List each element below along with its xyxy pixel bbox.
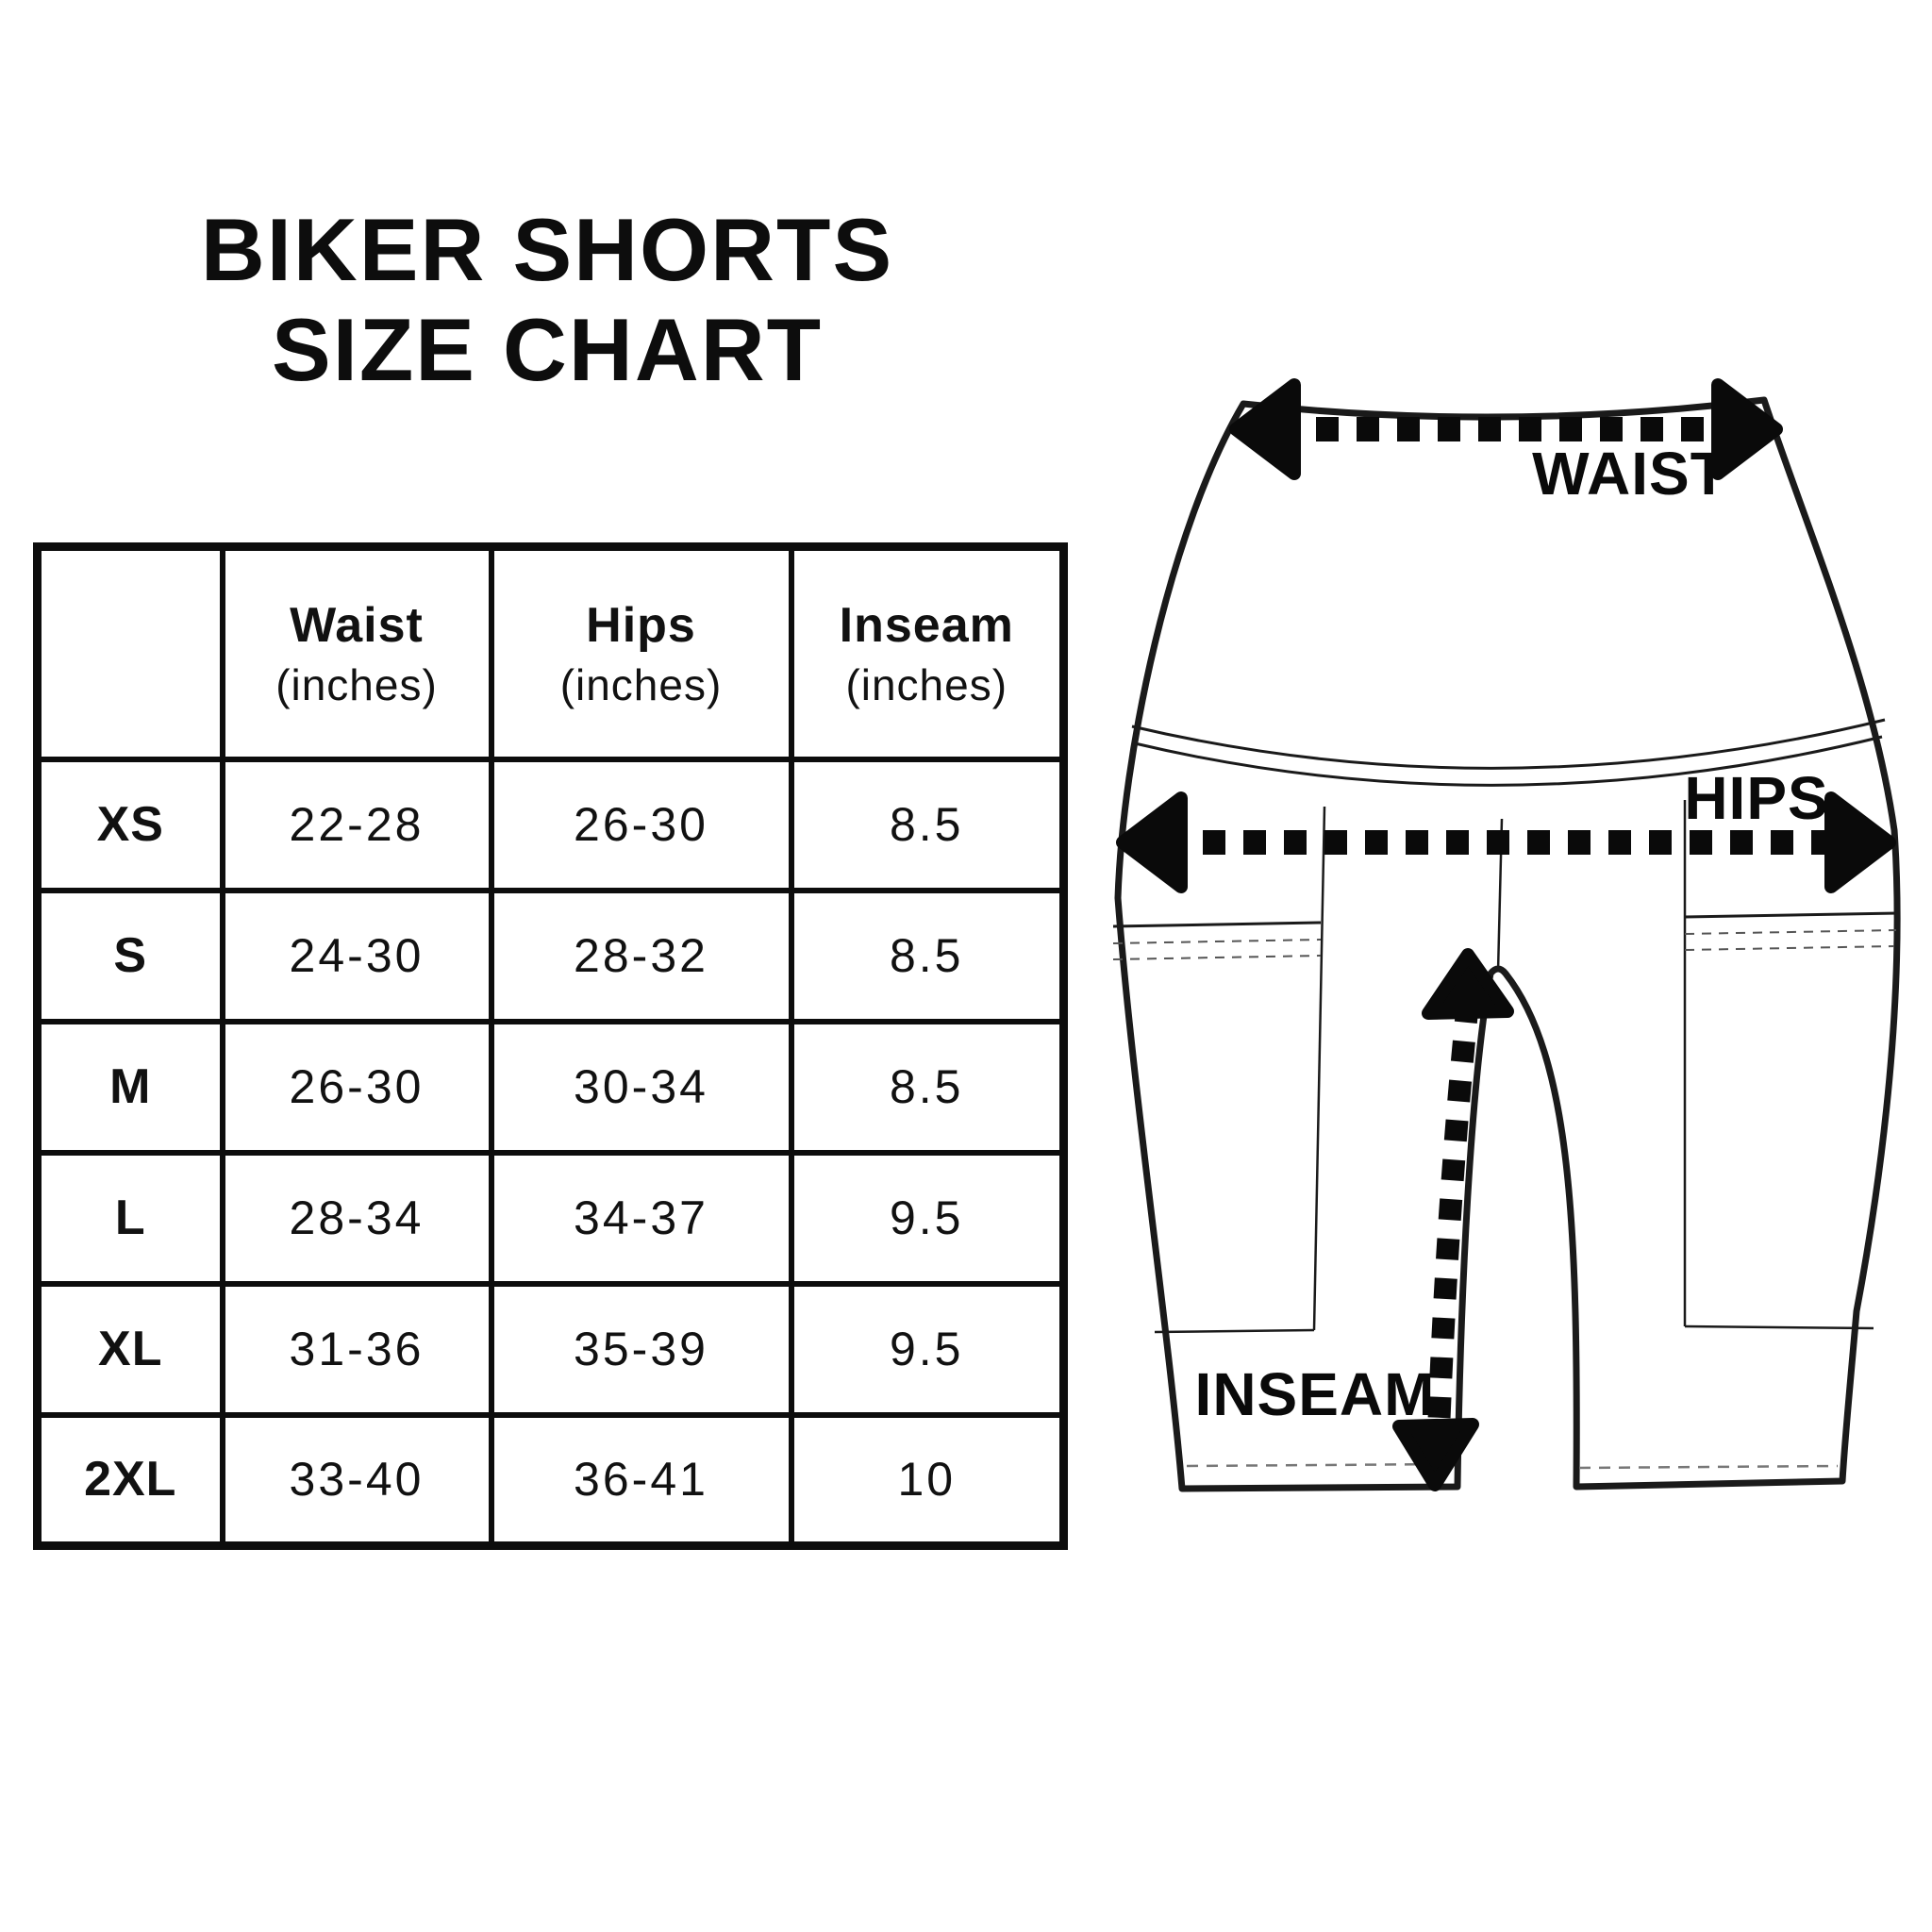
inseam-value: 8.5 [788,887,1067,1024]
inseam-value: 8.5 [788,1018,1067,1156]
table-header-hips: Hips (inches) [488,543,794,762]
size-label: XS [34,756,225,893]
size-table: Waist (inches) Hips (inches) Inseam (inc… [33,542,1068,1550]
waistband-seam-upper [1131,718,1886,770]
hips-header-label: Hips [586,597,696,653]
page-title-line2: SIZE CHART [272,300,823,400]
hips-diagram-label: HIPS [1684,764,1828,832]
hips-value: 35-39 [488,1280,794,1418]
table-header-row: Waist (inches) Hips (inches) Inseam (inc… [34,543,1067,762]
waist-diagram-label: WAIST [1532,440,1728,508]
table-row-2xl: 2XL 33-40 36-41 10 [34,1411,1067,1549]
waist-header-label: Waist [290,597,424,653]
inseam-value: 9.5 [788,1149,1067,1287]
waistband-seam-lower [1134,735,1883,787]
size-label: S [34,887,225,1024]
inseam-header-unit: (inches) [845,659,1008,709]
inseam-arrowhead-down [1392,1418,1479,1491]
hips-value: 26-30 [488,756,794,893]
inseam-header-label: Inseam [839,597,1014,653]
hips-header-unit: (inches) [559,659,723,709]
size-label: 2XL [34,1411,225,1549]
page-title: BIKER SHORTS SIZE CHART [80,200,1014,400]
waist-arrowhead-right [1711,378,1783,480]
shorts-outline [1114,396,1901,1492]
waist-value: 26-30 [219,1018,494,1156]
inseam-arrowhead-up [1422,948,1514,1020]
right-pocket-stitch-line [1684,929,1897,951]
waist-value: 33-40 [219,1411,494,1549]
waist-value: 31-36 [219,1280,494,1418]
size-label: XL [34,1280,225,1418]
table-row-xl: XL 31-36 35-39 9.5 [34,1280,1067,1418]
waist-header-unit: (inches) [275,659,438,709]
left-pocket-stitch-line [1112,939,1322,960]
table-corner-cell [34,543,225,762]
table-header-inseam: Inseam (inches) [788,543,1067,762]
inseam-value: 8.5 [788,756,1067,893]
waist-value: 24-30 [219,887,494,1024]
right-pocket-bottom-edge [1684,1324,1874,1330]
hips-value: 34-37 [488,1149,794,1287]
left-pocket-bottom-edge [1154,1328,1315,1334]
table-row-s: S 24-30 28-32 8.5 [34,887,1067,1024]
right-pocket-top-edge [1684,911,1899,919]
inseam-diagram-label: INSEAM [1195,1360,1436,1428]
hips-value: 30-34 [488,1018,794,1156]
table-row-xs: XS 22-28 26-30 8.5 [34,756,1067,893]
right-hem-stitch-line [1578,1464,1839,1470]
hips-value: 36-41 [488,1411,794,1549]
waist-arrowhead-left [1229,378,1301,480]
waist-value: 22-28 [219,756,494,893]
inseam-value: 9.5 [788,1280,1067,1418]
hips-arrowhead-right [1824,791,1896,893]
table-row-l: L 28-34 34-37 9.5 [34,1149,1067,1287]
left-pocket-top-edge [1112,921,1322,928]
inseam-measure-line [1427,1000,1479,1433]
waist-value: 28-34 [219,1149,494,1287]
table-row-m: M 26-30 30-34 8.5 [34,1018,1067,1156]
size-label: L [34,1149,225,1287]
left-hem-stitch-line [1186,1462,1456,1468]
table-header-waist: Waist (inches) [219,543,494,762]
page-title-line1: BIKER SHORTS [200,200,894,299]
hips-value: 28-32 [488,887,794,1024]
size-label: M [34,1018,225,1156]
inseam-value: 10 [788,1411,1067,1549]
hips-arrowhead-left [1116,791,1188,893]
left-panel-seam [1312,806,1326,1331]
